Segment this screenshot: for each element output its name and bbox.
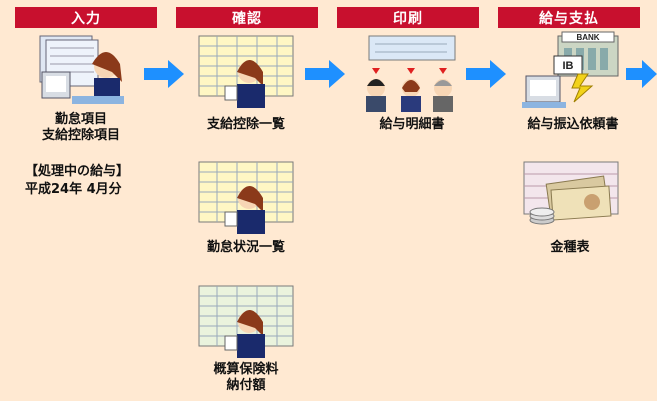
deduction-list-label: 支給控除一覧	[206, 117, 285, 132]
stage-print-label: 印刷	[393, 10, 423, 27]
stage-header-payment: 給与支払	[498, 7, 640, 28]
attendance-list-label: 勤怠状況一覧	[206, 240, 285, 255]
attendance-list-illustration[interactable]	[197, 160, 297, 236]
stage-payment-label: 給与支払	[539, 10, 599, 27]
transfer-request-label: 給与振込依頼書	[527, 117, 619, 132]
stage-input-label: 入力	[71, 10, 101, 27]
payslip-illustration[interactable]	[357, 32, 467, 114]
processing-heading: 【処理中の給与】	[25, 164, 130, 179]
flow-arrow-icon	[305, 60, 345, 88]
flow-arrow-icon	[144, 60, 184, 88]
denomination-label: 金種表	[550, 240, 590, 255]
ib-sign: IB	[563, 60, 574, 72]
transfer-request-illustration[interactable]: BANK IB	[518, 30, 628, 112]
flow-arrow-icon	[466, 60, 506, 88]
insurance-illustration[interactable]	[197, 284, 297, 360]
bank-sign: BANK	[576, 33, 599, 42]
stage-header-confirm: 確認	[176, 7, 318, 28]
stage-confirm-label: 確認	[232, 10, 262, 27]
payslip-label: 給与明細書	[379, 117, 445, 132]
insurance-label: 概算保険料 納付額	[213, 362, 279, 393]
flow-arrow-icon	[626, 60, 657, 88]
denomination-illustration[interactable]	[520, 158, 624, 236]
processing-period: 平成24年 4月分	[25, 182, 122, 197]
stage-header-print: 印刷	[337, 7, 479, 28]
stage-header-input: 入力	[15, 7, 157, 28]
input-items-illustration[interactable]	[32, 32, 132, 110]
deduction-list-illustration[interactable]	[197, 34, 297, 110]
input-items-label: 勤怠項目 支給控除項目	[41, 112, 120, 143]
